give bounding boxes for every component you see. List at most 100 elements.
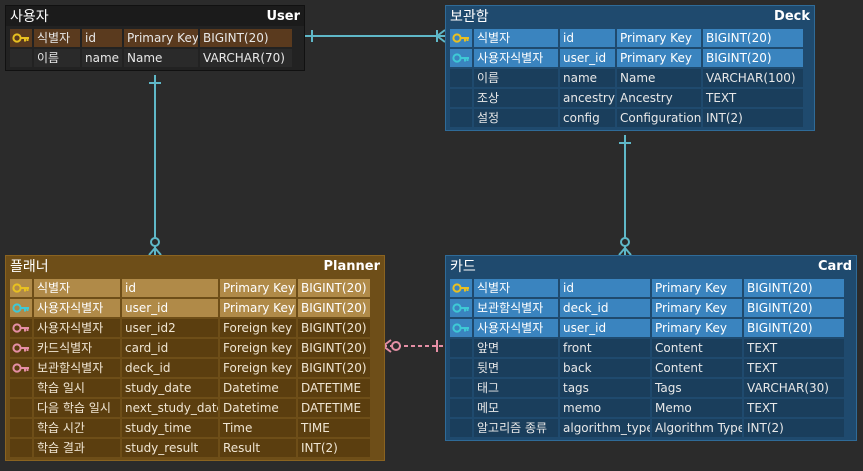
column-type: BIGINT(20) (298, 299, 370, 317)
column-logical-name: Content (652, 359, 742, 377)
column-name: user_id (122, 299, 218, 317)
column-name: deck_id (560, 299, 650, 317)
column-name: deck_id (122, 359, 218, 377)
column-logical-name: Foreign key (220, 319, 296, 337)
column-name: tags (560, 379, 650, 397)
column-type: TEXT (744, 339, 844, 357)
column-name: front (560, 339, 650, 357)
column-korean-name: 학습 시간 (34, 419, 120, 437)
column-name: id (122, 279, 218, 297)
key-cell (450, 69, 472, 87)
column-korean-name: 식별자 (34, 29, 80, 47)
key-cell (450, 109, 472, 127)
key-cell (450, 299, 472, 317)
column-logical-name: Tags (652, 379, 742, 397)
pk-key-icon (452, 33, 469, 43)
column-type: BIGINT(20) (744, 319, 844, 337)
column-korean-name: 알고리즘 종류 (474, 419, 558, 437)
pk-key-icon (12, 33, 29, 43)
key-cell (450, 339, 472, 357)
column-logical-name: Content (652, 339, 742, 357)
column-name: back (560, 359, 650, 377)
key-cell (450, 359, 472, 377)
column-type: BIGINT(20) (744, 299, 844, 317)
column-logical-name: Primary Key (220, 279, 296, 297)
column-logical-name: Name (617, 69, 701, 87)
column-logical-name: Ancestry (617, 89, 701, 107)
column-name: name (560, 69, 615, 87)
fk-key-icon (452, 303, 469, 313)
key-cell (450, 89, 472, 107)
key-cell (10, 439, 32, 457)
column-korean-name: 보관함식별자 (474, 299, 558, 317)
key-cell (10, 279, 32, 297)
column-type: DATETIME (298, 399, 370, 417)
column-korean-name: 이름 (34, 49, 80, 67)
column-logical-name: Primary Key (652, 319, 742, 337)
key-cell (10, 359, 32, 377)
key-cell (10, 49, 32, 67)
column-logical-name: Foreign key (220, 359, 296, 377)
column-logical-name: Result (220, 439, 296, 457)
column-logical-name: Primary Key (617, 49, 701, 67)
column-name: study_time (122, 419, 218, 437)
column-korean-name: 태그 (474, 379, 558, 397)
key-cell (10, 339, 32, 357)
column-type: TEXT (744, 399, 844, 417)
column-name: user_id2 (122, 319, 218, 337)
fk-key-icon (452, 53, 469, 63)
column-korean-name: 앞면 (474, 339, 558, 357)
column-logical-name: Datetime (220, 399, 296, 417)
key-cell (450, 29, 472, 47)
key-cell (450, 279, 472, 297)
foreign-key-icon (12, 343, 29, 353)
pk-key-icon (12, 283, 29, 293)
table-english-name: Planner (323, 258, 381, 274)
key-cell (450, 399, 472, 417)
column-korean-name: 사용자식별자 (34, 319, 120, 337)
column-type: TEXT (744, 359, 844, 377)
column-logical-name: Primary Key (617, 29, 701, 47)
key-cell (10, 319, 32, 337)
column-korean-name: 사용자식별자 (474, 49, 558, 67)
column-korean-name: 카드식별자 (34, 339, 120, 357)
pk-key-icon (452, 283, 469, 293)
column-korean-name: 사용자식별자 (474, 319, 558, 337)
column-korean-name: 보관함식별자 (34, 359, 120, 377)
